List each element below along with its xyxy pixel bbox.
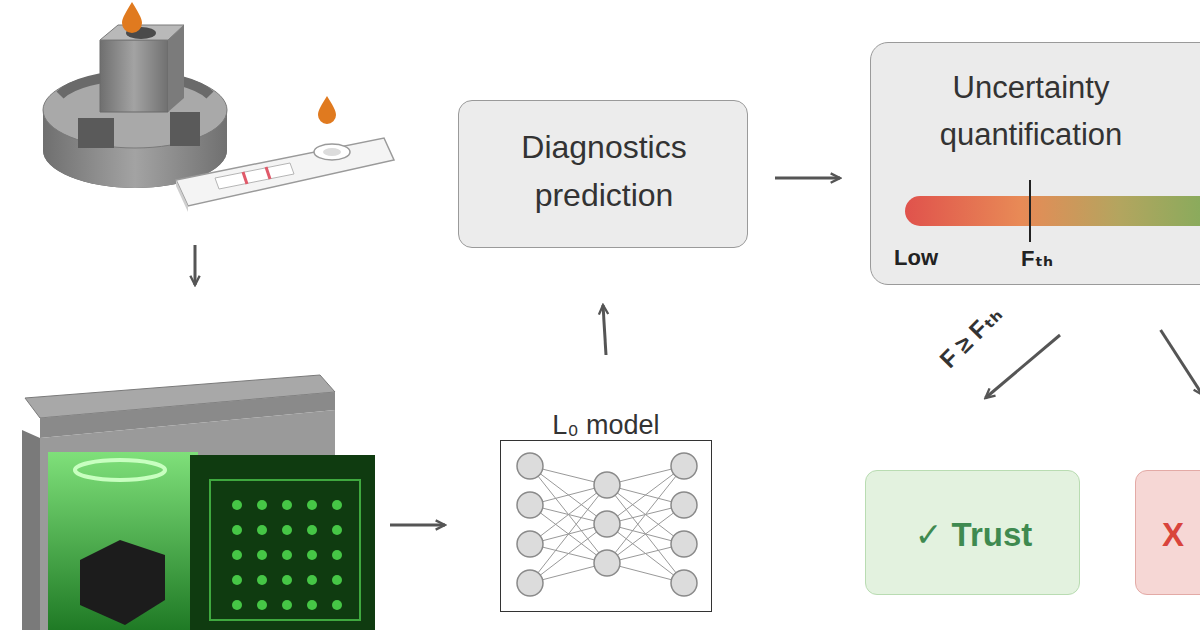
node-text: Fₜₕ xyxy=(1021,242,1101,275)
trust-box: ✓ Trust xyxy=(865,470,1080,595)
flow-arrow xyxy=(775,177,840,180)
uncertainty-bar xyxy=(905,196,1200,226)
cartridge-device xyxy=(43,2,227,188)
test-strip xyxy=(176,96,394,212)
model-box: L₀ model xyxy=(500,405,712,612)
node-title: L₀ model xyxy=(500,405,712,446)
network-link xyxy=(530,524,607,583)
network-frame xyxy=(500,440,712,612)
process-box: Diagnostics prediction xyxy=(458,100,748,248)
node-text: Low xyxy=(894,241,974,274)
network-link xyxy=(607,524,684,583)
node-title: X xyxy=(1162,510,1200,560)
node-title: Uncertainty quantification xyxy=(891,65,1171,158)
flow-arrow xyxy=(1161,330,1200,395)
edge-label: F ≥ Fₜₕ xyxy=(934,300,1008,374)
reader-device xyxy=(22,375,375,630)
node-title: ✓ Trust xyxy=(866,510,1081,560)
threshold-marker xyxy=(1029,180,1031,242)
flow-arrow xyxy=(390,524,445,527)
reject-box: X xyxy=(1135,470,1200,595)
network-link xyxy=(607,505,684,563)
neural-network xyxy=(517,453,697,596)
node-title: Diagnostics prediction xyxy=(469,123,739,219)
uncertainty-box: Uncertainty quantificationLow Fₜₕ xyxy=(870,42,1200,285)
network-link xyxy=(530,485,607,544)
flow-arrow xyxy=(194,245,197,285)
flow-arrow xyxy=(985,335,1060,398)
flow-arrow xyxy=(603,305,606,355)
